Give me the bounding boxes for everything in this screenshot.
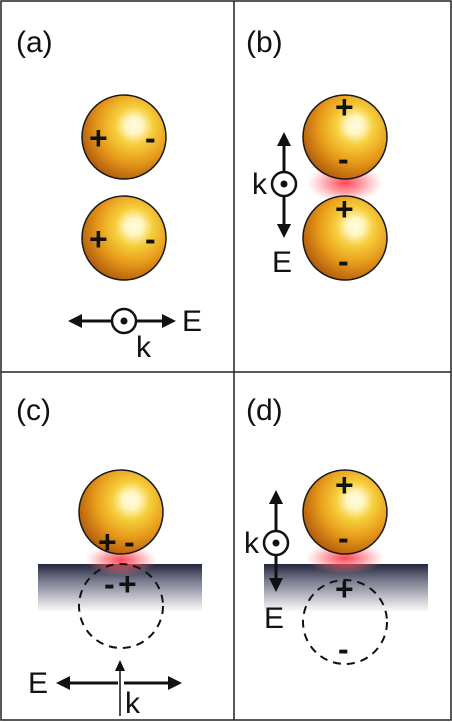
e-field-label: E [28, 667, 48, 700]
sphere [302, 94, 388, 180]
arrowhead-right-icon [168, 676, 182, 690]
arrowhead-down-icon [269, 578, 283, 592]
panel-c-sphere: + - [78, 469, 164, 560]
panel-a-label: (a) [16, 26, 53, 59]
plus-charge: + [98, 524, 117, 560]
plus-charge: + [335, 89, 354, 125]
k-dot-icon [272, 539, 280, 547]
arrowhead-right-icon [162, 314, 176, 328]
panel-c: (c) + - - + E k [16, 394, 202, 720]
arrowhead-up-icon [269, 490, 283, 504]
arrowhead-down-icon [277, 224, 291, 238]
plus-charge: + [118, 566, 137, 602]
k-label: k [136, 331, 152, 364]
k-dot-icon [280, 180, 288, 188]
panel-d: (d) + - + - k E [244, 394, 428, 667]
panel-a-sphere-bottom: + - [81, 195, 167, 281]
arrowhead-left-icon [56, 676, 70, 690]
minus-charge: - [104, 566, 115, 602]
panel-c-image-sphere: - + [78, 563, 164, 649]
panel-b-sphere-bottom: + - [302, 191, 388, 281]
arrowhead-up-icon [277, 132, 291, 146]
e-field-label: E [264, 602, 284, 635]
sphere [81, 94, 167, 180]
panel-c-polarization: E k [28, 660, 182, 720]
e-field-label: E [182, 305, 202, 338]
panel-b-sphere-top: + - [302, 89, 388, 180]
panel-c-label: (c) [16, 394, 51, 427]
k-dot-icon [120, 317, 128, 325]
arrowhead-up-icon [115, 660, 125, 671]
plus-charge: + [335, 191, 354, 227]
image-sphere [78, 563, 164, 649]
minus-charge: - [338, 243, 349, 279]
e-field-label: E [272, 246, 292, 279]
panel-b: (b) + - + - k E [246, 26, 388, 281]
panel-d-label: (d) [246, 394, 283, 427]
plus-charge: + [335, 467, 354, 503]
panel-d-image-sphere: + - [302, 571, 388, 667]
minus-charge: - [338, 520, 349, 556]
sphere [302, 469, 388, 555]
panel-a: (a) + - + - E k [16, 26, 202, 364]
panel-a-sphere-top: + - [81, 94, 167, 180]
k-label: k [244, 527, 260, 560]
sphere [302, 195, 388, 281]
plus-charge: + [89, 221, 108, 257]
panel-d-polarization: k E [244, 490, 290, 635]
panel-b-polarization: k E [252, 132, 298, 279]
k-label: k [252, 168, 268, 201]
minus-charge: - [145, 120, 156, 156]
panel-b-label: (b) [246, 26, 283, 59]
minus-charge: - [338, 141, 349, 177]
minus-charge: - [338, 631, 349, 667]
hotspot-glow [305, 542, 385, 574]
image-sphere [302, 579, 388, 665]
sphere [81, 195, 167, 281]
minus-charge: - [124, 524, 135, 560]
panel-a-polarization: E k [68, 305, 202, 364]
plus-charge: + [89, 120, 108, 156]
minus-charge: - [145, 221, 156, 257]
k-label: k [125, 687, 141, 720]
arrowhead-left-icon [68, 314, 82, 328]
panel-d-sphere: + - [302, 467, 388, 556]
sphere [78, 469, 164, 555]
plus-charge: + [335, 571, 354, 607]
